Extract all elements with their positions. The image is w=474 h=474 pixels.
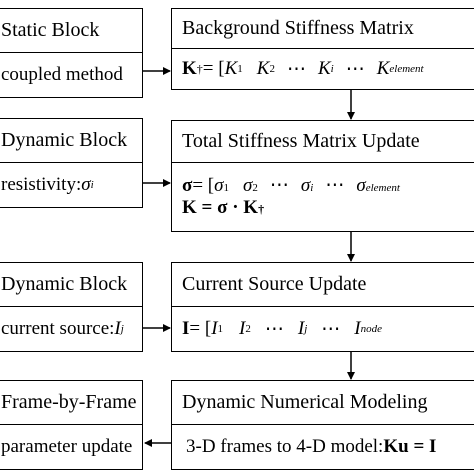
k-product-eq: K = σ · K xyxy=(182,197,259,219)
dots-4: ⋯ xyxy=(325,175,345,197)
i1-sym: I xyxy=(211,318,218,339)
frame-by-frame-title: Frame-by-Frame xyxy=(0,381,142,425)
i1-sub: 1 xyxy=(217,323,224,335)
current-source-update-title: Current Source Update xyxy=(172,263,474,307)
i-bold: I xyxy=(182,318,190,339)
k-product-dagger: † xyxy=(258,202,265,217)
sigma-symbol: σ xyxy=(81,174,91,195)
resistivity-prefix: resistivity: xyxy=(1,174,82,195)
inode-sym: I xyxy=(354,318,361,339)
inode-sub: node xyxy=(360,323,382,335)
sigmaelem-sym: σ xyxy=(356,175,366,197)
ij-sub: j xyxy=(304,323,308,335)
sigma-bold: σ xyxy=(182,175,193,197)
ij-sym: I xyxy=(297,318,305,339)
k-bold: K xyxy=(182,58,197,79)
current-prefix: current source: xyxy=(1,318,115,339)
dots-6: ⋯ xyxy=(321,318,341,340)
dots-1: ⋯ xyxy=(286,58,306,80)
dynamic-modeling-title: Dynamic Numerical Modeling xyxy=(172,381,474,425)
current-subscript: j xyxy=(120,323,124,335)
ki-sub: i xyxy=(330,63,334,75)
k2-sub: 2 xyxy=(269,63,275,75)
frame-by-frame-box: Frame-by-Frame parameter update xyxy=(0,380,143,470)
dynamic-block-title-1: Dynamic Block xyxy=(0,119,142,163)
i2-sub: 2 xyxy=(245,323,251,335)
sigma1-sub: 1 xyxy=(223,182,230,195)
parameter-update-label: parameter update xyxy=(1,436,133,457)
current-symbol: I xyxy=(114,318,121,339)
dots-5: ⋯ xyxy=(264,318,284,340)
static-block-body: coupled method xyxy=(1,64,123,85)
sigmai-sub: i xyxy=(310,182,314,195)
dagger: † xyxy=(196,61,203,76)
kelem-sym: K xyxy=(376,58,390,79)
eq-open: = [ xyxy=(202,58,225,79)
k1-sym: K xyxy=(224,58,238,79)
total-stiffness-title: Total Stiffness Matrix Update xyxy=(172,121,474,163)
sigmai-sym: σ xyxy=(300,175,311,197)
sigma1-sym: σ xyxy=(214,175,224,197)
i2-sym: I xyxy=(239,318,246,339)
sigma2-sym: σ xyxy=(243,175,253,197)
sigma-eq-open: = [ xyxy=(192,175,215,197)
background-stiffness-title: Background Stiffness Matrix xyxy=(172,9,474,49)
dots-3: ⋯ xyxy=(269,175,289,197)
dynamic-modeling-box: Dynamic Numerical Modeling 3-D frames to… xyxy=(171,380,474,470)
kelem-sub: element xyxy=(389,63,424,75)
sigmaelem-sub: element xyxy=(365,182,400,195)
k-product-line: K = σ · K† xyxy=(182,197,264,219)
i-eq-open: = [ xyxy=(189,318,212,339)
sigma2-sub: 2 xyxy=(252,182,258,195)
frames-to-model-text: 3-D frames to 4-D model: xyxy=(186,436,384,457)
static-block-title: Static Block xyxy=(0,9,142,53)
static-block-box: Static Block coupled method xyxy=(0,8,143,98)
k1-sub: 1 xyxy=(237,63,243,75)
ki-sym: K xyxy=(317,58,331,79)
ku-equals-i: Ku = I xyxy=(383,436,437,457)
sigma-subscript: i xyxy=(90,179,94,191)
dots-2: ⋯ xyxy=(345,58,365,80)
k2-sym: K xyxy=(256,58,270,79)
dynamic-modeling-body: 3-D frames to 4-D model: Ku = I xyxy=(172,425,474,469)
dynamic-block-title-2: Dynamic Block xyxy=(0,263,142,307)
